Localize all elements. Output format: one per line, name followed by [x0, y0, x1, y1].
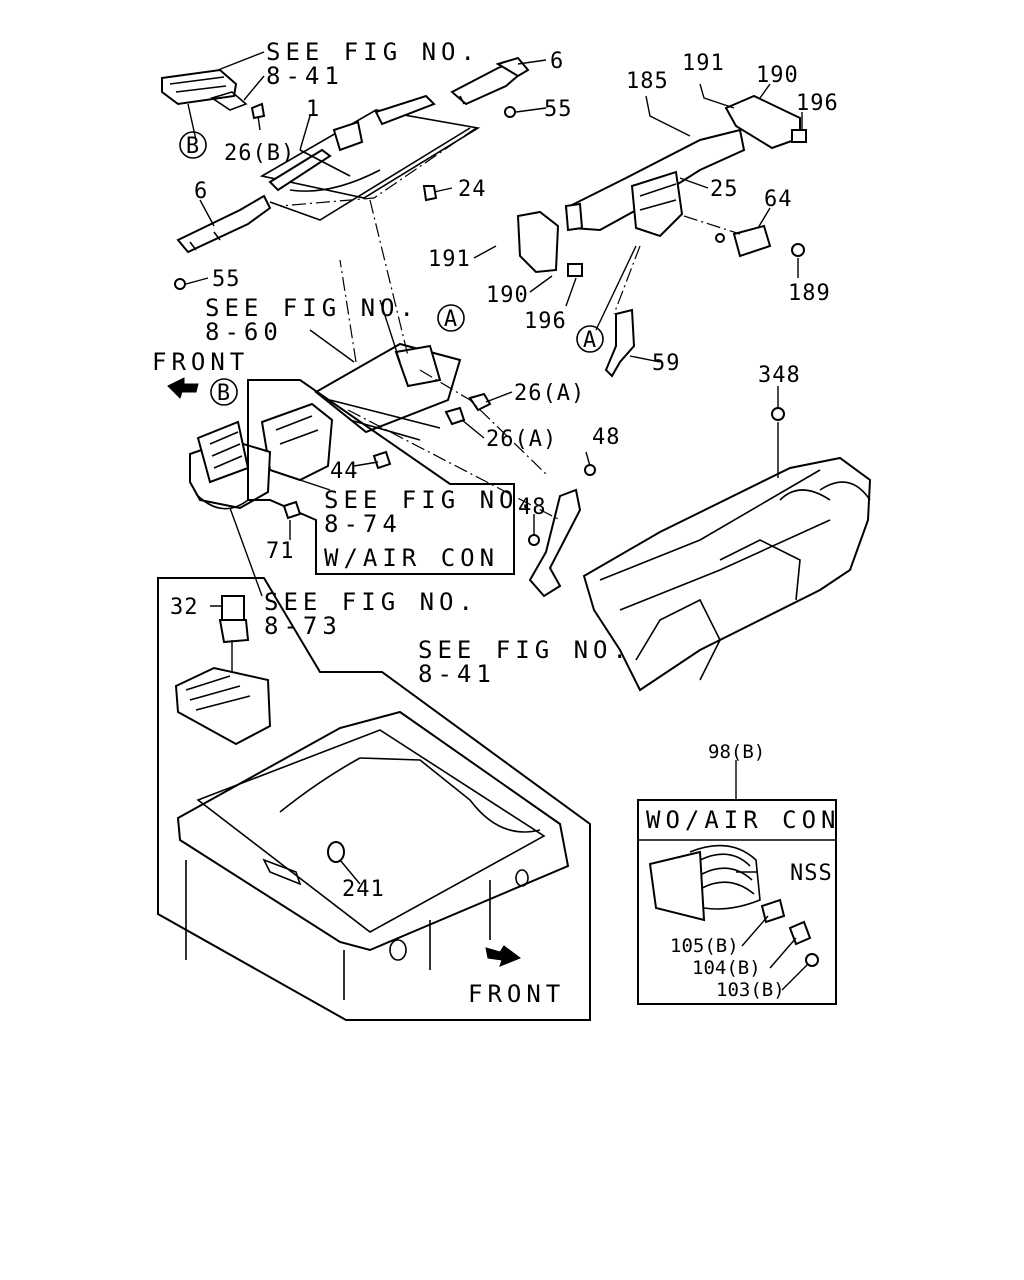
callout-190-lower: 190: [486, 283, 529, 308]
callout-48-upper: 48: [592, 425, 621, 450]
vent-190-lower: [516, 210, 583, 277]
callout-32: 32: [170, 595, 199, 620]
marker-a-middle: A: [444, 307, 458, 332]
callout-185: 185: [626, 69, 669, 94]
callout-24: 24: [458, 177, 487, 202]
callout-6-lower: 6: [194, 179, 208, 204]
see-fig-label-2: SEE FIG NO.: [205, 294, 419, 322]
ref-8-74: 8-74: [324, 510, 402, 538]
callout-26a-upper: 26(A): [514, 381, 585, 406]
screws-top-left: [174, 102, 516, 290]
see-fig-label-3: SEE FIG NO.: [324, 486, 538, 514]
callout-26a-lower: 26(A): [486, 427, 557, 452]
see-fig-label-5: SEE FIG NO.: [418, 636, 632, 664]
callout-64: 64: [764, 187, 793, 212]
callout-nss: NSS: [790, 861, 833, 886]
see-fig-label-1: SEE FIG NO.: [266, 38, 480, 66]
callout-348: 348: [758, 363, 801, 388]
callout-59: 59: [652, 351, 681, 376]
callout-196-lower: 196: [524, 309, 567, 334]
relay-block: [174, 666, 272, 746]
callout-98b: 98(B): [708, 741, 765, 763]
duct-59: [604, 308, 636, 378]
w-air-con-label: W/AIR CON: [324, 544, 499, 572]
marker-b-top: B: [186, 134, 200, 159]
phantom-lines: [279, 127, 741, 521]
callout-1: 1: [306, 97, 320, 122]
wo-air-con-label: WO/AIR CON: [646, 806, 841, 834]
instrument-panel: [582, 407, 872, 692]
callout-6-upper: 6: [550, 49, 564, 74]
defroster-nozzle: [259, 94, 481, 221]
ref-8-60: 8-60: [205, 318, 283, 346]
callout-189: 189: [788, 281, 831, 306]
center-duct-25: [564, 128, 746, 238]
floor-console: [176, 710, 570, 1000]
callout-44: 44: [330, 459, 359, 484]
front-arrow-bottom: [485, 945, 522, 967]
callout-104b: 104(B): [692, 957, 761, 979]
w-air-con-outline: [247, 379, 515, 575]
front-label-top: FRONT: [152, 348, 249, 376]
callout-26b: 26(B): [224, 141, 295, 166]
ref-8-41-top: 8-41: [266, 62, 344, 90]
callout-105b: 105(B): [670, 935, 739, 957]
marker-a-right: A: [583, 328, 597, 353]
front-label-bottom: FRONT: [468, 980, 565, 1008]
callout-103b: 103(B): [716, 979, 785, 1001]
callout-241: 241: [342, 877, 385, 902]
blower-unit: [189, 420, 272, 510]
front-arrow-top: [167, 377, 199, 399]
leader-lines: [185, 51, 809, 991]
marker-b-middle: B: [217, 381, 231, 406]
bracket-64: [715, 224, 805, 258]
wo-air-con-box: [637, 799, 837, 1005]
heater-unit: [260, 342, 462, 482]
callout-196-upper: 196: [796, 91, 839, 116]
side-duct-48: [528, 464, 596, 598]
see-fig-label-4: SEE FIG NO.: [264, 588, 478, 616]
callout-55-upper: 55: [544, 97, 573, 122]
relay-32: [218, 595, 250, 644]
console-section-outline: [157, 577, 591, 1021]
callout-190-upper: 190: [756, 63, 799, 88]
ref-8-73: 8-73: [264, 612, 342, 640]
callout-48-lower: 48: [518, 495, 547, 520]
vent-assembly-98b: [648, 844, 819, 967]
ref-8-41-bottom: 8-41: [418, 660, 496, 688]
callout-191-upper: 191: [682, 51, 725, 76]
vent-190-upper: [724, 94, 807, 150]
duct-6-lower: [176, 194, 272, 254]
duct-6-upper: [450, 56, 530, 106]
control-module-top: [161, 68, 248, 111]
callout-191-lower: 191: [428, 247, 471, 272]
callout-25: 25: [710, 177, 739, 202]
callout-71: 71: [266, 539, 295, 564]
callout-55-lower: 55: [212, 267, 241, 292]
